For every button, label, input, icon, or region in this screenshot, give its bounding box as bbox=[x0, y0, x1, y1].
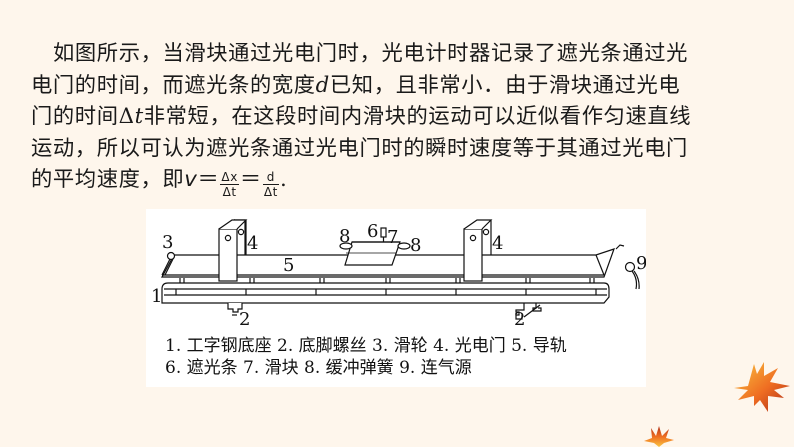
period: . bbox=[279, 167, 288, 192]
variable-d: d bbox=[315, 72, 330, 98]
text: 门的时间Δ bbox=[31, 104, 135, 129]
denominator: Δt bbox=[263, 185, 278, 199]
label-8-right: 8 bbox=[410, 235, 421, 256]
equals-sign: ＝ bbox=[197, 167, 220, 192]
explanation-paragraph: 如图所示，当滑块通过光电门时，光电计时器记录了遮光条通过光 电门的时间，而遮光条… bbox=[31, 38, 771, 199]
foot-screws bbox=[227, 303, 542, 320]
variable-t: t bbox=[134, 104, 144, 129]
photogate-right bbox=[463, 219, 493, 282]
label-4-right: 4 bbox=[492, 233, 503, 254]
paragraph-line-1: 如图所示，当滑块通过光电门时，光电计时器记录了遮光条通过光 bbox=[53, 41, 689, 66]
label-6: 6 bbox=[367, 221, 378, 242]
legend-line-2: 6. 遮光条 7. 滑块 8. 缓冲弹簧 9. 连气源 bbox=[165, 358, 472, 378]
equals-sign: ＝ bbox=[239, 167, 262, 192]
photogate-left bbox=[218, 218, 248, 282]
label-3: 3 bbox=[162, 232, 173, 253]
paragraph-line-3: 门的时间Δt非常短，在这段时间内滑块的运动可以近似看作匀速直线 bbox=[31, 101, 771, 133]
label-8-left: 8 bbox=[339, 226, 350, 247]
text: 已知，且非常小．由于滑块通过光电 bbox=[329, 72, 681, 98]
slider-assembly bbox=[339, 227, 411, 266]
text: 的平均速度，即 bbox=[31, 167, 185, 192]
diagram-legend: 1. 工字钢底座 2. 底脚螺丝 3. 滑轮 4. 光电门 5. 导轨 6. 遮… bbox=[165, 335, 567, 379]
legend-line-1: 1. 工字钢底座 2. 底脚螺丝 3. 滑轮 4. 光电门 5. 导轨 bbox=[165, 336, 567, 356]
rail-supports bbox=[179, 278, 595, 283]
label-2-right: 2 bbox=[514, 309, 525, 330]
label-2-left: 2 bbox=[239, 309, 250, 330]
label-5: 5 bbox=[283, 255, 294, 276]
label-7: 7 bbox=[387, 227, 398, 248]
text: 电门的时间，而遮光条的宽度 bbox=[31, 72, 316, 98]
paragraph-line-2: 电门的时间，而遮光条的宽度d已知，且非常小．由于滑块通过光电 bbox=[31, 70, 771, 102]
steel-base bbox=[161, 282, 610, 304]
maple-leaf-small-icon bbox=[644, 426, 674, 447]
air-track-diagram: 3 4 4 5 6 7 8 8 9 1 2 2 1. 工字钢底座 2. 底脚螺丝… bbox=[146, 209, 646, 387]
denominator: Δt bbox=[222, 185, 237, 199]
numerator: Δx bbox=[220, 170, 239, 185]
label-4-left: 4 bbox=[247, 233, 258, 254]
paragraph-line-4: 运动，所以可认为遮光条通过光电门时的瞬时速度等于其通过光电门 bbox=[31, 135, 688, 161]
label-9: 9 bbox=[636, 253, 646, 274]
label-1: 1 bbox=[151, 286, 162, 307]
air-track-drawing: 3 4 4 5 6 7 8 8 9 1 2 2 bbox=[151, 218, 646, 330]
text: 非常短，在这段时间内滑块的运动可以近似看作匀速直线 bbox=[143, 104, 692, 129]
maple-leaf-large-icon bbox=[734, 362, 790, 412]
variable-v: v bbox=[184, 167, 198, 192]
numerator: d bbox=[262, 170, 279, 185]
